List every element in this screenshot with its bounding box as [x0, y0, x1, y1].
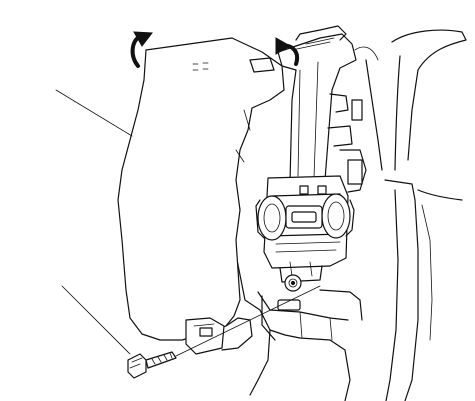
cover-panel: [117, 37, 285, 355]
rotation-arrow-left: [130, 31, 153, 68]
rotation-arrow-right: [275, 37, 299, 66]
bracket-bolt: [284, 274, 302, 292]
motor-unit: [255, 175, 355, 283]
background-frame: [354, 29, 467, 401]
mounting-screw: [127, 351, 177, 379]
lower-bracket: [235, 254, 363, 401]
hinge-assembly: [277, 25, 367, 193]
alignment-line: [175, 285, 321, 357]
callout-line-cover: [55, 89, 133, 137]
callout-line-screw: [61, 285, 131, 355]
